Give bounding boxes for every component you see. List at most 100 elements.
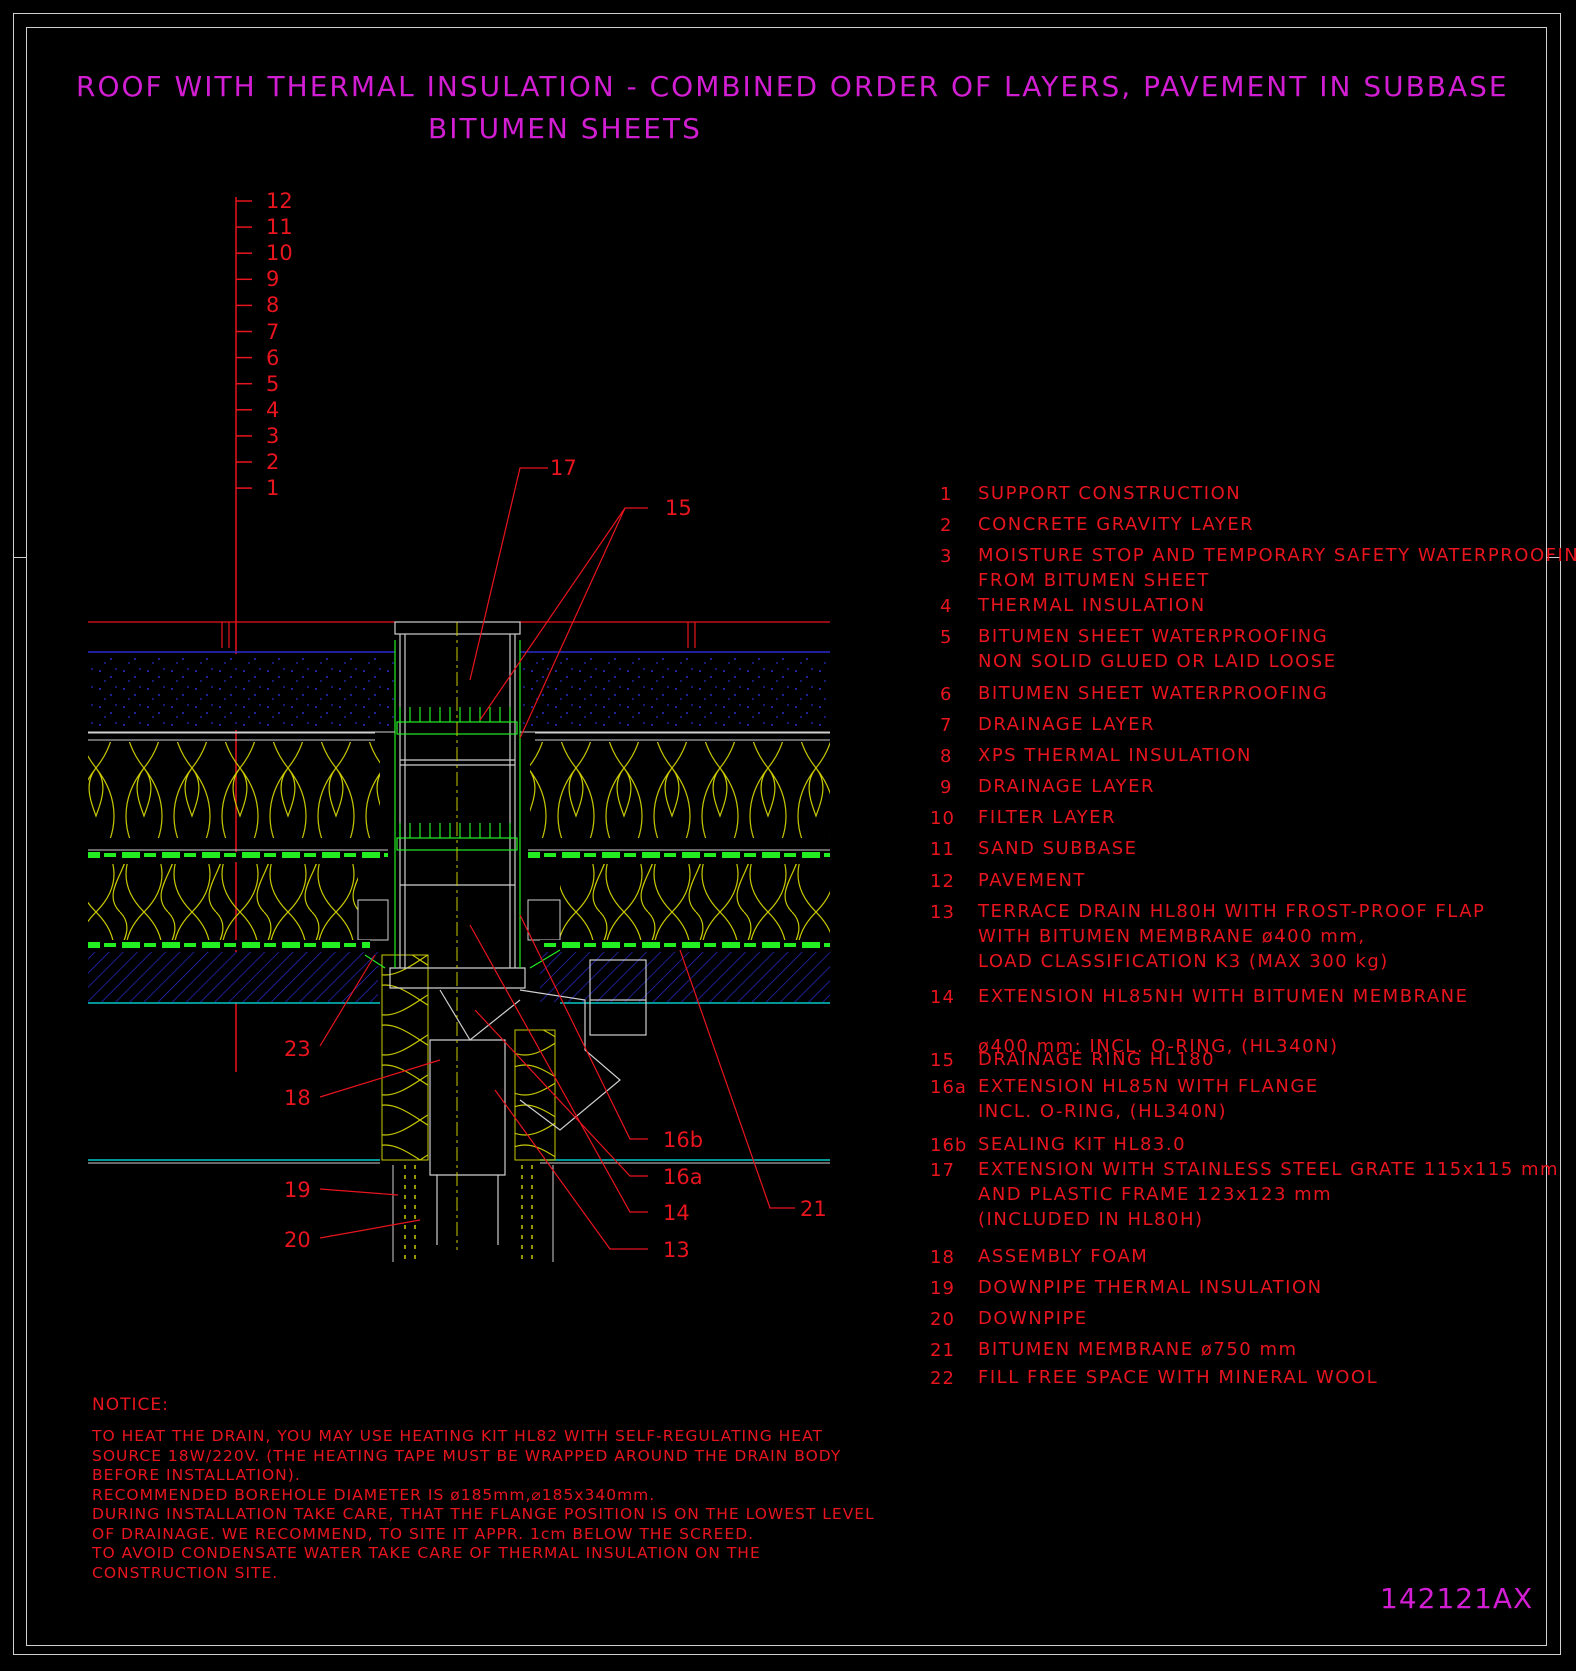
legend-number: 3 — [940, 546, 953, 567]
legend-text: EXTENSION WITH STAINLESS STEEL GRATE 115… — [978, 1159, 1560, 1230]
waterproofing-lower-left — [88, 940, 370, 950]
layer-scale-number: 9 — [266, 267, 280, 292]
waterproofing-lower-right — [540, 940, 830, 950]
legend-number: 15 — [930, 1050, 955, 1071]
legend-text: THERMAL INSULATION — [978, 595, 1206, 616]
legend-number: 18 — [930, 1247, 955, 1268]
drawing-title-line-1: ROOF WITH THERMAL INSULATION - COMBINED … — [76, 70, 1509, 103]
concrete-gravity-right — [540, 952, 830, 1002]
legend-text: BITUMEN MEMBRANE ø750 mm — [978, 1339, 1298, 1360]
pavement-layer — [88, 621, 830, 653]
drawing-frame-inner — [26, 27, 1547, 1646]
legend-number: 17 — [930, 1160, 955, 1181]
layer-scale-number: 3 — [266, 423, 280, 448]
drawing-title-line-2: BITUMEN SHEETS — [428, 112, 702, 145]
legend-number: 22 — [930, 1368, 955, 1389]
legend-number: 9 — [940, 777, 953, 798]
callout-13: 13 — [663, 1238, 690, 1262]
legend-text: TERRACE DRAIN HL80H WITH FROST-PROOF FLA… — [978, 901, 1486, 972]
layer-scale-number: 6 — [266, 345, 280, 370]
legend-number: 11 — [930, 839, 955, 860]
legend-text: DRAINAGE RING HL180 — [978, 1049, 1216, 1070]
layer-scale-number: 11 — [266, 215, 293, 240]
leader-lines — [319, 467, 795, 1250]
frame-tick-right — [1547, 557, 1561, 558]
drainage-layer-upper-right — [528, 852, 830, 862]
layer-scale-number: 12 — [266, 189, 293, 213]
callout-14: 14 — [663, 1201, 690, 1225]
legend-number: 19 — [930, 1278, 955, 1299]
xps-insulation-left — [88, 742, 380, 838]
layer-scale-number: 1 — [266, 476, 280, 501]
downpipe — [392, 1165, 554, 1262]
layer-scale-number: 7 — [266, 319, 280, 344]
layer-scale-number: 4 — [266, 397, 280, 422]
downpipe-insulation — [404, 1165, 533, 1262]
legend-text: PAVEMENT — [978, 870, 1086, 891]
layer-scale-number: 8 — [266, 293, 280, 318]
fill-space-right — [527, 899, 561, 941]
thermal-insulation-left — [88, 864, 358, 940]
layer-scale-number: 5 — [266, 371, 280, 396]
legend-number: 1 — [940, 484, 953, 505]
legend-number: 7 — [940, 715, 953, 736]
fill-space-left — [357, 899, 389, 941]
legend-text: FILL FREE SPACE WITH MINERAL WOOL — [978, 1367, 1379, 1388]
notice-heading: NOTICE: — [92, 1395, 169, 1415]
legend-text: SUPPORT CONSTRUCTION — [978, 483, 1242, 504]
assembly-foam-right — [514, 1029, 556, 1161]
callout-15: 15 — [665, 496, 692, 520]
layer-scale-number: 2 — [266, 450, 280, 474]
callout-20: 20 — [284, 1228, 311, 1252]
layer-scale-number: 10 — [266, 241, 293, 266]
legend-number: 13 — [930, 902, 955, 923]
callout-16a: 16a — [663, 1165, 703, 1189]
terrace-drain — [389, 621, 647, 1245]
legend-text: SEALING KIT HL83.0 — [978, 1134, 1187, 1155]
xps-insulation-right — [530, 742, 830, 838]
legend-text: MOISTURE STOP AND TEMPORARY SAFETY WATER… — [978, 545, 1576, 591]
drawing-frame-outer — [13, 13, 1561, 1655]
legend-number: 2 — [940, 515, 953, 536]
legend-text: SAND SUBBASE — [978, 838, 1138, 859]
legend-number: 16b — [930, 1135, 968, 1156]
legend-number: 12 — [930, 871, 955, 892]
callout-19: 19 — [284, 1178, 311, 1202]
legend-text: ASSEMBLY FOAM — [978, 1246, 1149, 1267]
drainage-layer-upper-left — [88, 852, 388, 862]
assembly-foam-left — [381, 954, 429, 1161]
legend-text: XPS THERMAL INSULATION — [978, 745, 1253, 766]
filter-layer — [88, 732, 830, 741]
legend-text: CONCRETE GRAVITY LAYER — [978, 514, 1255, 535]
frame-tick-left — [13, 557, 27, 558]
thermal-insulation-right — [560, 864, 830, 940]
drawing-code: 142121AX — [1380, 1582, 1534, 1615]
notice-body: TO HEAT THE DRAIN, YOU MAY USE HEATING K… — [92, 1427, 875, 1582]
legend-number: 20 — [930, 1309, 955, 1330]
legend-text: BITUMEN SHEET WATERPROOFING — [978, 683, 1329, 704]
legend-number: 16a — [930, 1077, 967, 1098]
legend-text: EXTENSION HL85NH WITH BITUMEN MEMBRANE ø… — [978, 986, 1469, 1057]
legend-number: 6 — [940, 684, 953, 705]
callout-17: 17 — [550, 456, 577, 480]
callout-23: 23 — [284, 1037, 311, 1061]
legend-text: DOWNPIPE THERMAL INSULATION — [978, 1277, 1323, 1298]
legend-text: DRAINAGE LAYER — [978, 776, 1155, 797]
legend-number: 4 — [940, 596, 953, 617]
legend-text: FILTER LAYER — [978, 807, 1117, 828]
legend-number: 8 — [940, 746, 953, 767]
sand-subbase-right — [520, 654, 830, 730]
callout-16b: 16b — [663, 1128, 704, 1152]
legend-text: DRAINAGE LAYER — [978, 714, 1155, 735]
legend-text: EXTENSION HL85N WITH FLANGE INCL. O-RING… — [978, 1076, 1319, 1122]
legend-number: 10 — [930, 808, 955, 829]
callout-18: 18 — [284, 1086, 311, 1110]
legend-number: 5 — [940, 627, 953, 648]
legend-number: 21 — [930, 1340, 955, 1361]
concrete-gravity-left — [88, 952, 378, 1002]
legend-text: DOWNPIPE — [978, 1308, 1088, 1329]
legend-text: BITUMEN SHEET WATERPROOFING NON SOLID GL… — [978, 626, 1337, 672]
legend-number: 14 — [930, 987, 955, 1008]
callout-21: 21 — [800, 1197, 827, 1221]
